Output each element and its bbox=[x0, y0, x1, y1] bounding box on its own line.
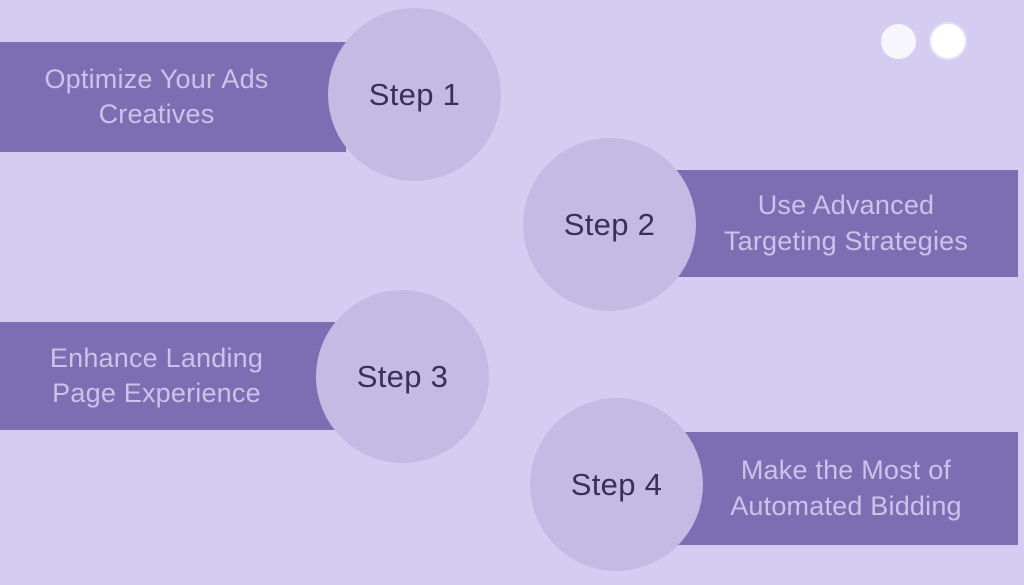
step-row-2: Use Advanced Targeting Strategies Step 2 bbox=[0, 124, 1024, 324]
filled-dot-icon bbox=[881, 24, 916, 59]
step-3-bar: Enhance Landing Page Experience bbox=[0, 322, 346, 430]
outlined-dot-icon bbox=[929, 22, 967, 60]
step-1-title: Optimize Your Ads Creatives bbox=[44, 63, 269, 129]
step-3-circle: Step 3 bbox=[316, 290, 489, 463]
step-4-badge: Step 4 bbox=[570, 466, 663, 502]
step-2-title: Use Advanced Targeting Strategies bbox=[723, 190, 969, 256]
step-row-4: Make the Most of Automated Bidding Step … bbox=[0, 386, 1024, 585]
step-4-bar: Make the Most of Automated Bidding bbox=[663, 432, 1018, 545]
step-row-3: Enhance Landing Page Experience Step 3 bbox=[0, 278, 1024, 478]
step-2-circle: Step 2 bbox=[523, 138, 696, 311]
step-3-title: Enhance Landing Page Experience bbox=[49, 342, 264, 408]
step-2-badge: Step 2 bbox=[563, 206, 656, 242]
step-2-bar: Use Advanced Targeting Strategies bbox=[663, 170, 1018, 277]
step-1-badge: Step 1 bbox=[368, 76, 461, 112]
step-3-badge: Step 3 bbox=[356, 358, 449, 394]
step-1-bar: Optimize Your Ads Creatives bbox=[0, 42, 346, 152]
step-4-circle: Step 4 bbox=[530, 398, 703, 571]
step-4-title: Make the Most of Automated Bidding bbox=[730, 455, 962, 521]
step-1-circle: Step 1 bbox=[328, 8, 501, 181]
step-row-1: Optimize Your Ads Creatives Step 1 bbox=[0, 0, 1024, 198]
